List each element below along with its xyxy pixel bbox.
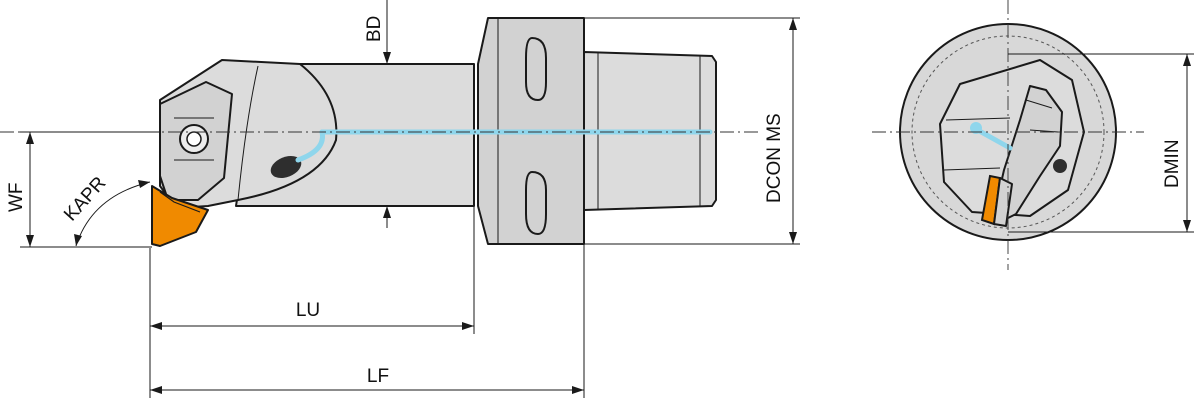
bd-arrow-top	[383, 52, 391, 64]
dcon-arrow-bottom	[789, 232, 797, 244]
lf-label: LF	[367, 366, 389, 387]
end-coolant-outlet-icon	[1053, 159, 1067, 173]
lu-arrow-left	[150, 322, 162, 330]
clamp-detail	[174, 117, 214, 161]
end-coolant-port	[970, 122, 982, 134]
wf-arrow-top	[26, 132, 34, 144]
head-joint-line	[237, 65, 259, 201]
dcon-ms-label: DCON MS	[764, 113, 785, 203]
torx-socket-icon	[186, 131, 202, 147]
end-view	[872, 0, 1144, 270]
kapr-label: KAPR	[60, 173, 110, 226]
lu-arrow-right	[462, 322, 474, 330]
dmin-label: DMIN	[1162, 139, 1183, 188]
kapr-arrow-top	[138, 180, 150, 188]
lf-arrow-right	[572, 386, 584, 394]
dmin-arrow-bottom	[1183, 220, 1191, 232]
end-face-lines	[943, 117, 1011, 171]
lu-label: LU	[296, 300, 320, 321]
lf-arrow-left	[150, 386, 162, 394]
coolant-channel-bend	[295, 129, 325, 163]
flange-slot-top	[525, 37, 547, 101]
insert-seat-shadow	[159, 191, 201, 213]
coolant-outlet-icon	[270, 155, 302, 179]
bd-arrow-bottom	[383, 206, 391, 218]
wf-arrow-bottom	[26, 235, 34, 247]
dcon-arrow-top	[789, 18, 797, 30]
wf-label: WF	[6, 182, 27, 212]
dmin-arrow-top	[1183, 54, 1191, 66]
bd-label: BD	[364, 16, 385, 42]
kapr-arrow-bottom	[74, 234, 82, 246]
flange-slot-bottom	[525, 171, 547, 235]
dimension-dmin: DMIN	[1008, 53, 1194, 233]
cutting-insert	[151, 185, 209, 247]
